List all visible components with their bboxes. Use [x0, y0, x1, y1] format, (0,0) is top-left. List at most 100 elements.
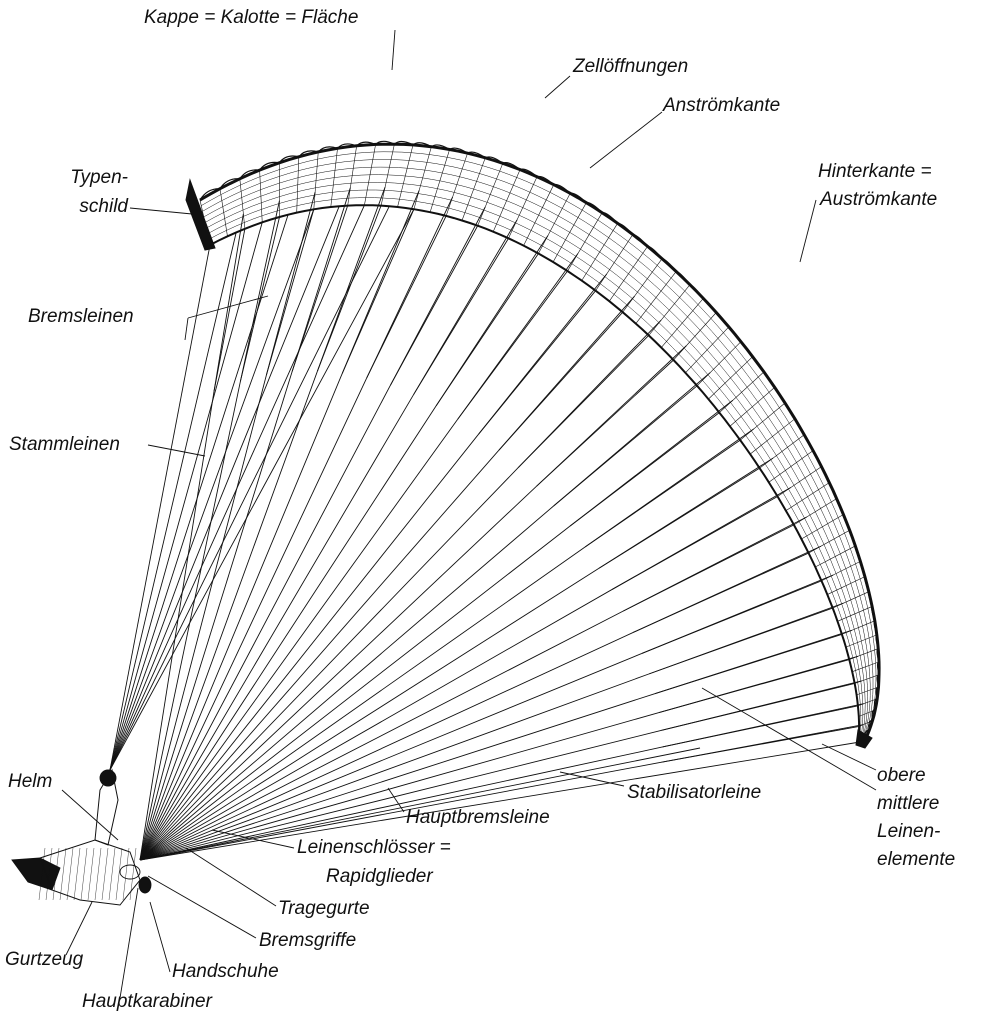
label-leinenschloesser-1: Leinenschlösser = — [297, 837, 451, 858]
upper-line — [435, 253, 539, 407]
harness-mesh — [59, 847, 67, 901]
upper-line — [569, 412, 720, 527]
leader-line — [147, 875, 257, 939]
cell-bulge — [356, 141, 376, 147]
main-line — [109, 214, 289, 771]
main-line — [139, 589, 612, 861]
cell-bulge — [393, 140, 414, 146]
cell-bulge — [873, 620, 878, 636]
main-line — [109, 206, 340, 771]
wing-tip-right — [855, 729, 873, 749]
pilot-helmet — [99, 769, 117, 787]
main-line — [109, 209, 315, 771]
label-gurtzeug: Gurtzeug — [5, 949, 84, 970]
cell-bulge — [239, 169, 260, 180]
upper-line — [641, 580, 822, 654]
main-line — [139, 746, 663, 861]
upper-line — [598, 467, 760, 569]
main-line — [139, 712, 660, 861]
upper-line — [265, 209, 315, 376]
upper-line — [611, 496, 778, 591]
cell-bulge — [867, 591, 873, 607]
harness-mesh — [73, 847, 81, 901]
upper-line — [457, 270, 568, 420]
cell-bulge — [873, 698, 878, 711]
main-line — [139, 546, 586, 861]
cell-bulge — [586, 202, 603, 214]
main-line — [139, 378, 367, 861]
main-line — [109, 205, 365, 771]
upper-line — [366, 215, 447, 379]
cell-bulge — [854, 545, 861, 562]
main-line — [139, 467, 519, 861]
cell-bulge — [836, 498, 844, 515]
upper-line — [291, 187, 351, 372]
main-line — [139, 693, 655, 861]
cell-bulge — [875, 686, 879, 699]
main-line — [139, 525, 571, 861]
cell-bulge — [317, 146, 338, 153]
cell-bulge — [431, 144, 450, 150]
cell-bulge — [842, 514, 851, 531]
cell-bulge — [467, 151, 486, 159]
main-line — [139, 505, 555, 861]
upper-line — [213, 213, 244, 392]
stabilizer-line — [139, 747, 701, 861]
cell-bulge — [859, 561, 866, 577]
main-line — [139, 418, 459, 861]
harness-mesh — [66, 847, 74, 901]
cell-bulge — [519, 168, 538, 178]
main-line — [139, 433, 480, 861]
main-line — [109, 208, 415, 771]
main-line — [139, 761, 662, 861]
upper-line — [553, 385, 698, 507]
upper-line — [316, 187, 386, 372]
harness-mesh — [108, 847, 116, 901]
cell-bulge — [278, 155, 299, 164]
main-line — [139, 449, 500, 861]
cell-bulge — [647, 245, 663, 260]
harness-mesh — [122, 847, 130, 901]
upper-line — [648, 607, 833, 675]
label-hauptbremsleine: Hauptbremsleine — [406, 807, 550, 828]
cell-bulge — [812, 450, 823, 467]
label-handschuhe: Handschuhe — [172, 961, 279, 982]
label-tragegurte: Tragegurte — [278, 898, 370, 919]
cell-bulge — [871, 709, 876, 721]
cell-bulge — [871, 605, 876, 622]
cell-bulge — [570, 192, 587, 204]
cell-bulge — [876, 674, 880, 688]
cell-bulge — [412, 142, 432, 148]
label-leinenelemente-1: obere — [877, 765, 926, 786]
leader-line — [119, 887, 139, 999]
main-line — [109, 222, 263, 771]
label-stammleinen: Stammleinen — [9, 434, 120, 455]
cell-bulge — [868, 719, 873, 731]
cell-bulge — [536, 175, 555, 186]
cell-bulge — [337, 143, 357, 149]
upper-line — [478, 290, 596, 435]
main-line — [109, 232, 237, 771]
upper-line — [341, 208, 415, 374]
label-hauptkarabiner: Hauptkarabiner — [82, 991, 212, 1012]
cell-bulge — [876, 661, 880, 675]
label-leader-lines — [61, 29, 877, 999]
harness-mesh — [115, 847, 123, 901]
cell-bulge — [875, 634, 879, 649]
main-line — [139, 567, 600, 861]
cell-bulge — [784, 402, 796, 420]
cell-bulge — [602, 212, 619, 224]
harness-mesh — [38, 847, 46, 901]
leader-line — [149, 901, 171, 973]
cell-bulge — [774, 386, 786, 404]
canopy-wing — [185, 140, 881, 749]
main-line — [139, 373, 343, 861]
leader-line — [391, 29, 396, 71]
leader-line — [387, 787, 405, 813]
leader-line — [129, 207, 193, 215]
label-anstroemkante: Anströmkante — [663, 95, 781, 116]
harness-mesh — [45, 847, 53, 901]
cell-bulge — [820, 466, 830, 483]
cell-bulge — [676, 270, 691, 286]
